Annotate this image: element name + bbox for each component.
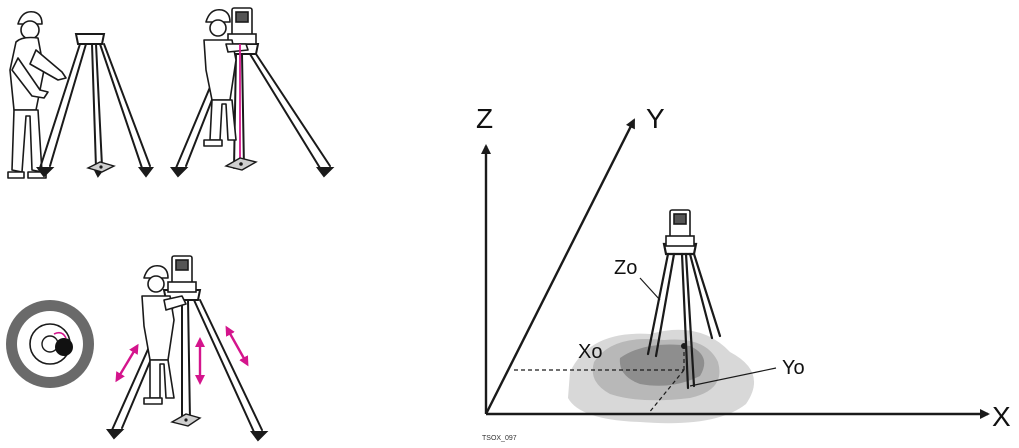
x0-label: Xo <box>578 341 602 363</box>
ground-marker-icon <box>226 158 256 170</box>
ground-marker-icon <box>172 414 200 426</box>
ground-marker-icon <box>88 162 114 172</box>
coordinate-diagram: Z Y X Zo Xo Yo TSOX_097 <box>476 103 1011 442</box>
figure-code: TSOX_097 <box>482 435 517 442</box>
x-axis-label: X <box>992 401 1011 432</box>
circular-level-bubble-icon <box>6 300 94 388</box>
total-station-icon <box>666 210 694 246</box>
y0-label: Yo <box>782 357 805 379</box>
z-axis-label: Z <box>476 103 493 134</box>
panel-leveling-legs <box>108 256 266 440</box>
total-station-icon <box>168 256 196 292</box>
surveyor-person-icon <box>8 12 66 178</box>
tripod-icon <box>38 34 152 176</box>
panel-setup-tripod <box>8 12 152 178</box>
z0-label: Zo <box>614 257 637 279</box>
panel-centering-plumb <box>172 8 332 176</box>
total-station-icon <box>228 8 256 44</box>
station-point <box>681 343 687 349</box>
tripod-icon <box>172 44 332 176</box>
y-axis-label: Y <box>646 103 665 134</box>
